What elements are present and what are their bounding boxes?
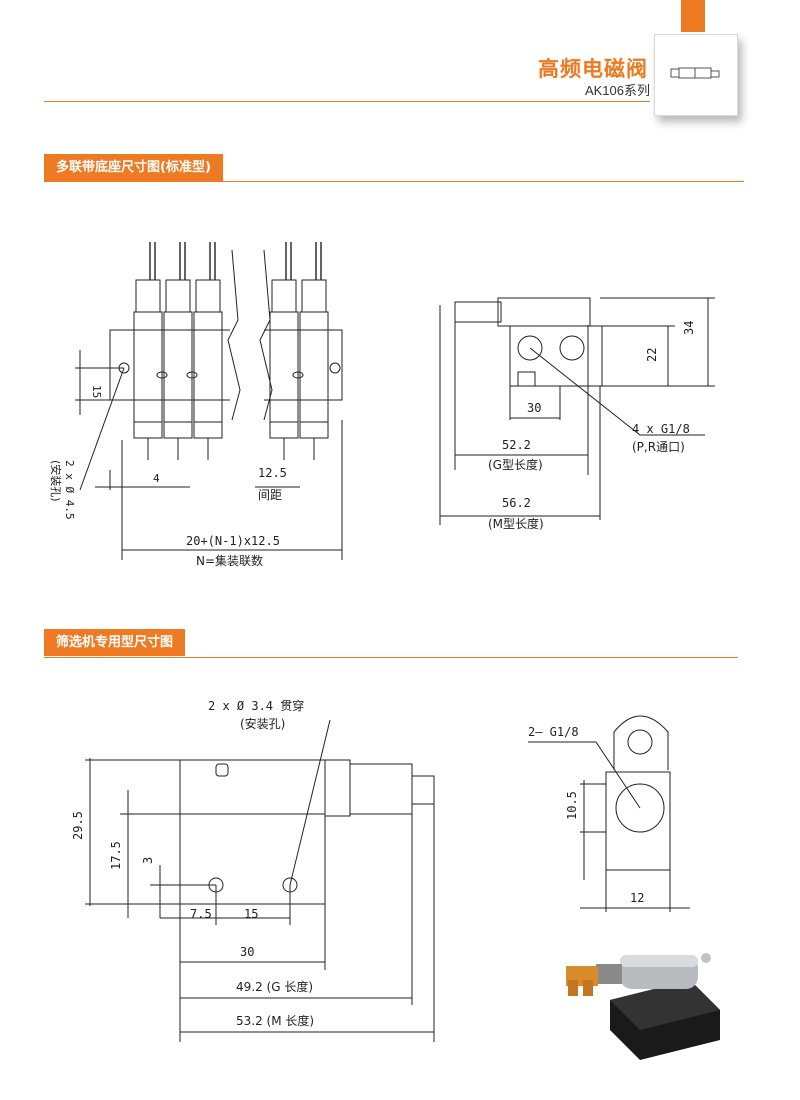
product-thumbnail bbox=[654, 34, 738, 116]
m-label: (M型长度) bbox=[488, 516, 544, 531]
port-sub: (P,R通口) bbox=[632, 440, 685, 454]
product-title: 高频电磁阀 bbox=[538, 57, 648, 81]
dim-30: 30 bbox=[240, 945, 254, 959]
dim-g: 52.2 bbox=[502, 438, 531, 452]
dim-g-length: 49.2 (G 长度) bbox=[236, 979, 313, 994]
sorter-drawings: 2 x Ø 3.4 贯穿 (安装孔) 29.5 17.5 3 7.5 15 30… bbox=[71, 698, 728, 1078]
hole-sub: (安装孔) bbox=[240, 716, 285, 731]
dim-17-5: 17.5 bbox=[109, 841, 123, 870]
section-rule bbox=[44, 657, 738, 658]
dim-15: 15 bbox=[244, 907, 258, 921]
dim-m-length: 53.2 (M 长度) bbox=[236, 1013, 314, 1028]
section-title-sorter: 筛选机专用型尺寸图 bbox=[44, 629, 186, 656]
end-port-label: 2— G1/8 bbox=[528, 725, 579, 739]
product-series: AK106系列 bbox=[584, 83, 650, 98]
sorter-side-view bbox=[85, 719, 435, 1042]
header-rule bbox=[44, 101, 650, 102]
dim-10-5: 10.5 bbox=[565, 791, 579, 820]
manifold-front-view bbox=[75, 242, 343, 560]
pitch-label: 间距 bbox=[258, 488, 282, 502]
dim-4: 4 bbox=[153, 472, 160, 485]
valve-thumbnail-icon bbox=[670, 67, 720, 79]
dim-15: 15 bbox=[90, 385, 103, 398]
mount-hole-label: (安装孔) bbox=[49, 460, 63, 502]
manifold-side-view bbox=[439, 297, 715, 525]
n-label: N=集装联数 bbox=[196, 553, 263, 568]
dim-12: 12 bbox=[630, 891, 644, 905]
dim-total: 20+(N-1)x12.5 bbox=[186, 534, 280, 548]
dim-pitch: 12.5 bbox=[258, 466, 287, 480]
dim-3: 3 bbox=[141, 857, 155, 864]
mount-hole-dim: 2 x Ø 4.5 bbox=[63, 460, 76, 520]
valve-render bbox=[498, 938, 728, 1078]
dim-m: 56.2 bbox=[502, 496, 531, 510]
port-label: 4 x G1/8 bbox=[632, 422, 690, 436]
g-label: (G型长度) bbox=[488, 457, 543, 472]
dim-34: 34 bbox=[682, 321, 696, 335]
brand-tab bbox=[681, 0, 705, 32]
dim-29-5: 29.5 bbox=[71, 811, 85, 840]
section-rule bbox=[44, 181, 744, 182]
dim-7-5: 7.5 bbox=[190, 907, 212, 921]
dim-22: 22 bbox=[645, 348, 659, 362]
sorter-end-view bbox=[528, 715, 690, 912]
hole-label: 2 x Ø 3.4 贯穿 bbox=[208, 698, 304, 713]
section-title-manifold: 多联带底座尺寸图(标准型) bbox=[44, 154, 223, 181]
dim-30: 30 bbox=[527, 401, 541, 415]
manifold-drawings: 15 4 12.5 间距 20+(N-1)x12.5 N=集装联数 2 x Ø … bbox=[49, 242, 715, 568]
